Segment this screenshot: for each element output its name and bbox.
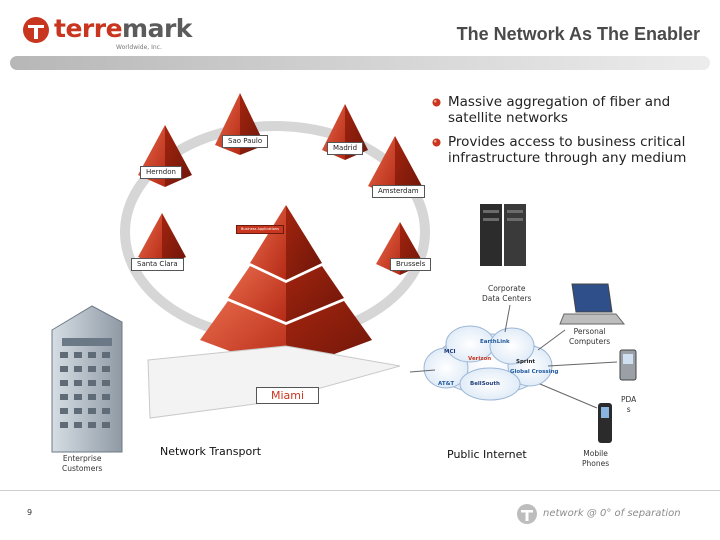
page-number: 9 bbox=[27, 508, 33, 517]
slide-title: The Network As The Enabler bbox=[456, 24, 700, 44]
internet-cloud bbox=[423, 325, 553, 401]
pyramid-santa-clara bbox=[138, 213, 186, 268]
bullet-text: Massive aggregation of fiber and satelli… bbox=[448, 94, 671, 126]
pyramid-amsterdam bbox=[368, 136, 422, 198]
city-tag-madrid: Madrid bbox=[327, 142, 364, 155]
label-personal-computers: Personal Computers bbox=[569, 327, 611, 346]
office-building-icon bbox=[51, 305, 123, 453]
bullet-item: Massive aggregation of fiber and satelli… bbox=[430, 94, 710, 126]
city-tag-herndon: Herndon bbox=[140, 166, 182, 179]
city-tag-brussels: Brussels bbox=[390, 258, 432, 271]
label-public-internet: Public Internet bbox=[447, 448, 527, 461]
bullet-text: Provides access to business critical inf… bbox=[448, 134, 687, 166]
city-tag-santa-clara: Santa Clara bbox=[131, 258, 184, 271]
footer-rule bbox=[0, 490, 720, 491]
brand-mci: MCI bbox=[444, 349, 456, 355]
server-rack-icon bbox=[480, 204, 526, 266]
bullet-icon bbox=[432, 98, 441, 107]
transport-sweep bbox=[147, 345, 401, 419]
brand-sprint: Sprint bbox=[516, 359, 536, 365]
mobile-phone-icon bbox=[598, 403, 612, 443]
brand-earthlink: EarthLink bbox=[480, 339, 510, 345]
tagline-text: network @ 0° of separation bbox=[543, 508, 681, 519]
center-tag-business-applications: Business Applications bbox=[236, 225, 284, 234]
label-pdas: PDA s bbox=[621, 395, 637, 414]
brand-bellsouth: BellSouth bbox=[470, 381, 500, 387]
network-diagram bbox=[51, 93, 637, 453]
city-tag-amsterdam: Amsterdam bbox=[372, 185, 425, 198]
label-network-transport: Network Transport bbox=[160, 445, 262, 458]
connection-lines bbox=[409, 304, 618, 409]
logo-wordmark: terremark bbox=[54, 14, 192, 43]
logo-mark-icon bbox=[23, 17, 49, 43]
bullet-item: Provides access to business critical inf… bbox=[430, 134, 710, 166]
city-tag-sao-paulo: Sao Paulo bbox=[222, 135, 269, 148]
brand-global-crossing: Global Crossing bbox=[510, 369, 559, 375]
label-enterprise-customers: Enterprise Customers bbox=[62, 454, 103, 473]
label-corporate-data-centers: Corporate Data Centers bbox=[482, 284, 532, 303]
label-mobile-phones: Mobile Phones bbox=[582, 449, 610, 468]
laptop-icon bbox=[559, 283, 626, 325]
brand-verizon: Verizon bbox=[468, 356, 492, 362]
bullet-list: Massive aggregation of fiber and satelli… bbox=[430, 94, 710, 174]
city-tag-miami: Miami bbox=[256, 387, 320, 404]
tagline-logo-icon bbox=[517, 504, 537, 524]
brand-att: AT&T bbox=[438, 381, 455, 387]
logo-subtitle: Worldwide, Inc. bbox=[116, 44, 162, 51]
pda-icon bbox=[619, 349, 637, 381]
bullet-icon bbox=[432, 138, 441, 147]
header-rule bbox=[10, 56, 710, 70]
